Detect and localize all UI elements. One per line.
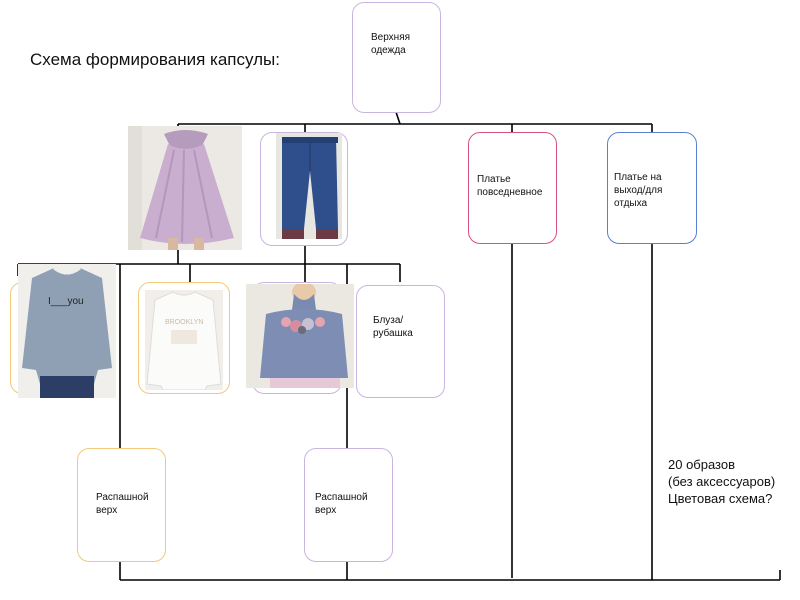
open-top-box-1: Распашной верх <box>77 448 166 562</box>
turtleneck-photo <box>246 284 354 388</box>
turtleneck-illustration <box>246 284 354 388</box>
sweatshirt-print: BROOKLYN <box>165 319 203 326</box>
diagram-title: Схема формирования капсулы: <box>30 50 280 69</box>
skirt-illustration <box>128 126 242 250</box>
blouse-label: Блуза/ рубашка <box>373 315 413 339</box>
evening-dress-label: Платье на выход/для отдыха <box>614 172 663 209</box>
trousers-photo <box>276 133 342 239</box>
casual-dress-label: Платье повседневное <box>477 174 543 198</box>
sweater-illustration: I___you <box>18 264 116 398</box>
open-top-box-2: Распашной верх <box>304 448 393 562</box>
sweatshirt-illustration: BROOKLYN <box>145 290 223 390</box>
summary-note: 20 образов (без аксессуаров) Цветовая сх… <box>668 457 776 506</box>
open-top-label-1: Распашной верх <box>96 492 149 516</box>
outerwear-label: Верхняя одежда <box>371 32 411 56</box>
blouse-box: Блуза/ рубашка <box>356 285 445 398</box>
open-top-label-2: Распашной верх <box>315 492 368 516</box>
skirt-photo <box>128 126 242 250</box>
sweatshirt-photo: BROOKLYN <box>145 290 223 390</box>
trousers-illustration <box>276 133 342 239</box>
casual-dress-box: Платье повседневное <box>468 132 557 244</box>
outerwear-box: Верхняя одежда <box>352 2 441 113</box>
evening-dress-box: Платье на выход/для отдыха <box>607 132 697 244</box>
sweater-print: I___you <box>48 296 84 307</box>
sweater-photo: I___you <box>18 264 116 398</box>
